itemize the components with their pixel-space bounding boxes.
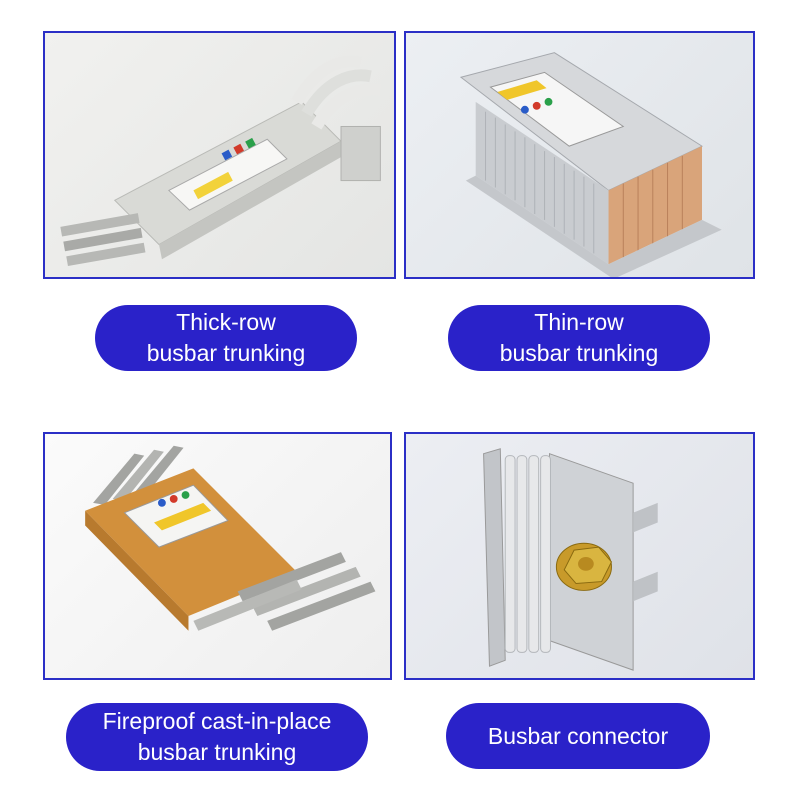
thick-row-label-line1: Thick-row [176,309,276,335]
busbar-connector-label-line1: Busbar connector [487,722,669,749]
thin-row-label-line2: busbar trunking [499,340,659,366]
fireproof-label-line2: busbar trunking [137,739,297,765]
thin-row-busbar-photo [404,31,755,279]
thin-row-label-line1: Thin-row [534,309,624,335]
thin-row-busbar-illustration [459,52,722,277]
thick-row-label: Thick-row busbar trunking [95,305,357,371]
fireproof-label: Fireproof cast-in-place busbar trunking [66,703,368,771]
thin-row-label: Thin-row busbar trunking [448,305,710,371]
fireproof-busbar-illustration [85,445,376,631]
busbar-connector-illustration [483,448,658,671]
busbar-connector-photo [404,432,755,680]
thick-row-busbar-illustration [60,55,382,267]
fireproof-label-line1: Fireproof cast-in-place [102,708,332,734]
fireproof-busbar-photo [43,432,392,680]
busbar-connector-label: Busbar connector [446,703,710,769]
thick-row-label-line2: busbar trunking [146,340,306,366]
thick-row-busbar-photo [43,31,396,279]
